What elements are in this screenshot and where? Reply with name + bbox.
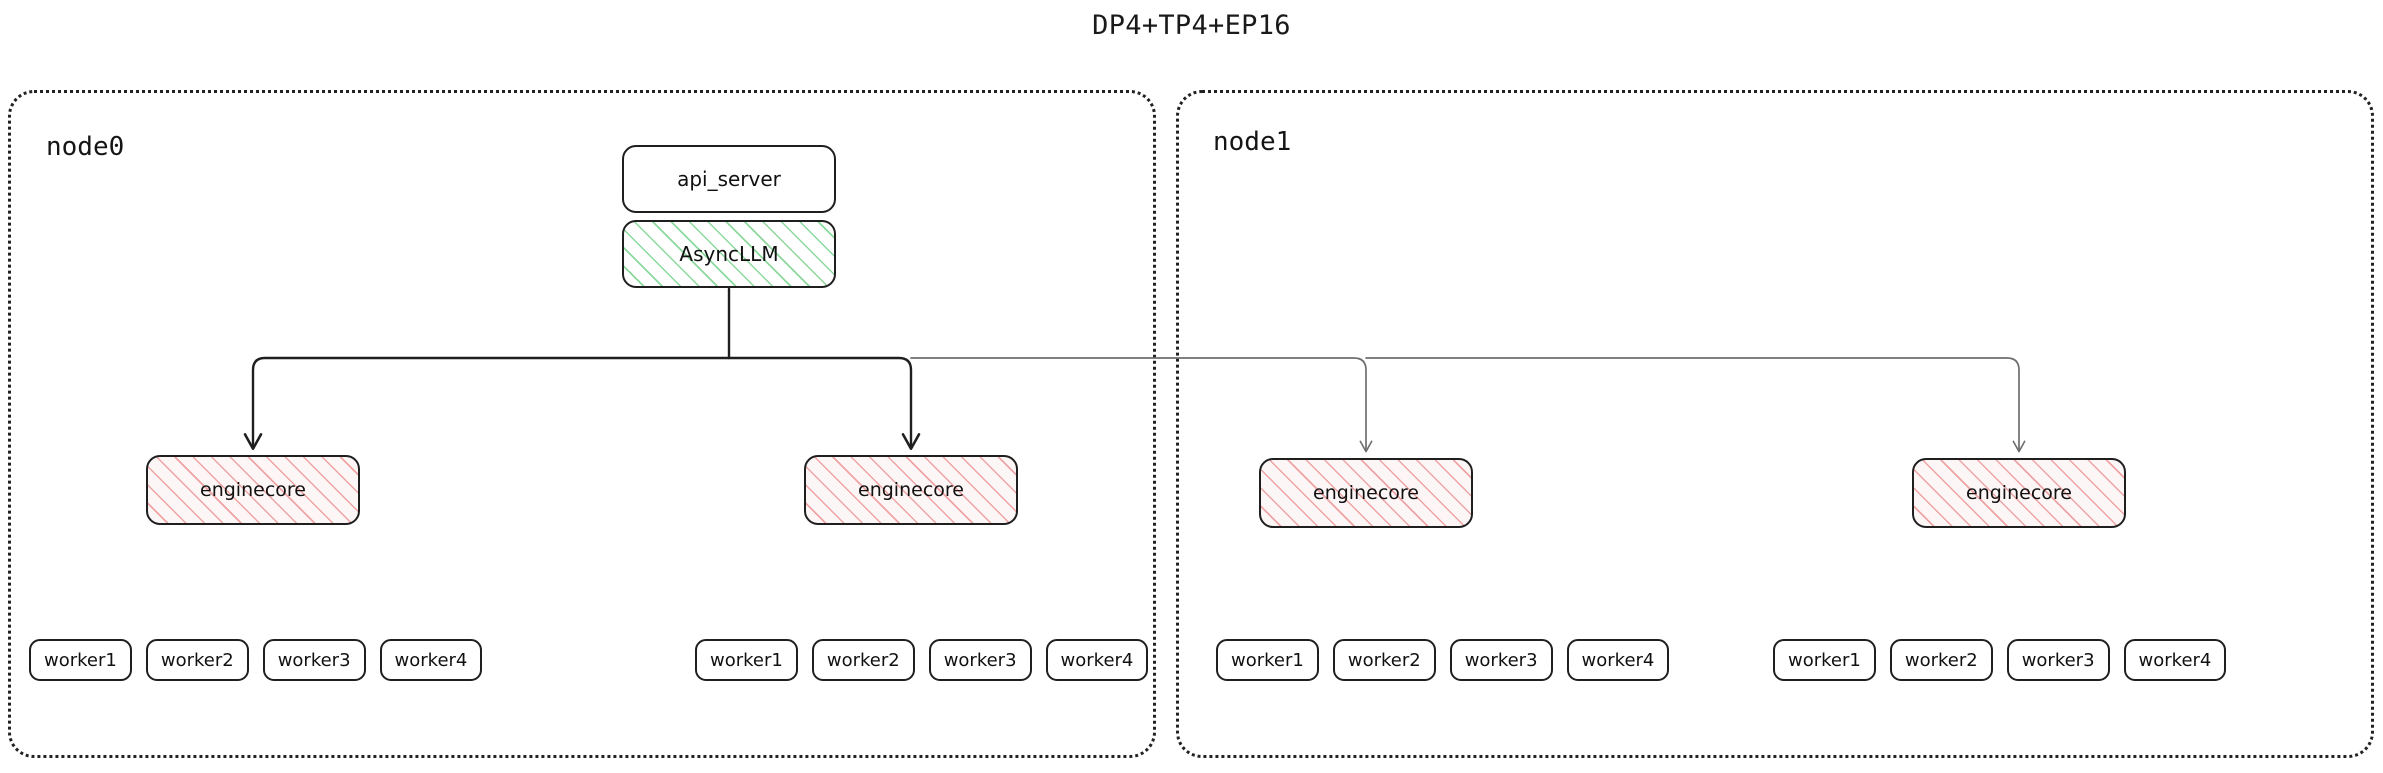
worker-box[interactable]: worker1 xyxy=(1216,639,1319,681)
worker-box[interactable]: worker2 xyxy=(1332,639,1436,681)
worker-group-node1-1: worker1 worker2 worker3 worker4 xyxy=(1773,639,2227,681)
enginecore-box-node0-1[interactable]: enginecore xyxy=(804,455,1018,525)
node-label-node1: node1 xyxy=(1213,127,1292,157)
node-label-node0: node0 xyxy=(46,132,125,162)
worker-group-node0-0: worker1 worker2 worker3 worker4 xyxy=(29,639,483,681)
worker-box[interactable]: worker1 xyxy=(1773,639,1876,681)
worker-box[interactable]: worker4 xyxy=(2123,639,2227,681)
worker-box[interactable]: worker4 xyxy=(379,639,483,681)
worker-group-node0-1: worker1 worker2 worker3 worker4 xyxy=(695,639,1149,681)
worker-box[interactable]: worker2 xyxy=(811,639,915,681)
worker-group-node1-0: worker1 worker2 worker3 worker4 xyxy=(1216,639,1670,681)
worker-box[interactable]: worker3 xyxy=(262,639,366,681)
worker-box[interactable]: worker3 xyxy=(2006,639,2110,681)
worker-box[interactable]: worker4 xyxy=(1566,639,1670,681)
worker-box[interactable]: worker1 xyxy=(29,639,132,681)
enginecore-box-node1-0[interactable]: enginecore xyxy=(1259,458,1473,528)
page-title: DP4+TP4+EP16 xyxy=(1092,10,1291,41)
api-server-box[interactable]: api_server xyxy=(622,145,836,213)
worker-box[interactable]: worker2 xyxy=(1889,639,1993,681)
worker-box[interactable]: worker4 xyxy=(1045,639,1149,681)
asyncllm-box[interactable]: AsyncLLM xyxy=(622,220,836,288)
worker-box[interactable]: worker3 xyxy=(928,639,1032,681)
worker-box[interactable]: worker3 xyxy=(1449,639,1553,681)
worker-box[interactable]: worker1 xyxy=(695,639,798,681)
enginecore-box-node1-1[interactable]: enginecore xyxy=(1912,458,2126,528)
worker-box[interactable]: worker2 xyxy=(145,639,249,681)
enginecore-box-node0-0[interactable]: enginecore xyxy=(146,455,360,525)
